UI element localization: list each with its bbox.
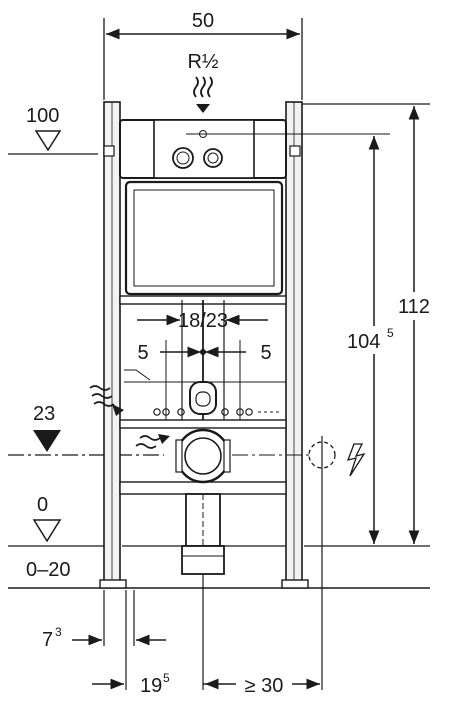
level-marker-triangle-icon — [32, 519, 62, 543]
bottom-7-label: 7 — [42, 629, 53, 651]
bottom-19-label: 19 — [140, 675, 162, 697]
height-104-sup: 5 — [387, 326, 394, 340]
dim-height-112: 112 — [302, 103, 436, 544]
level-100-label: 100 — [26, 105, 59, 127]
pipe-thread-label: R½ — [187, 51, 218, 73]
dim-height-104: 104 5 — [344, 136, 406, 544]
water-supply-arrow-icon — [89, 385, 124, 416]
bottom-dims: 7 3 19 5 ≥ 30 — [42, 574, 320, 697]
bottom-7-sup: 3 — [55, 625, 62, 639]
water-supply: R½ — [187, 51, 219, 113]
level-23-label: 23 — [33, 403, 55, 425]
mounting-bolts — [124, 369, 286, 416]
level-23: 23 — [8, 403, 164, 456]
water-supply-arrow-icon — [135, 434, 170, 449]
floor-lines — [8, 545, 430, 589]
bottom-ge30-label: ≥ 30 — [245, 675, 284, 697]
drain-pipe — [175, 428, 231, 575]
electrical-socket — [308, 436, 366, 690]
ref-line-top — [186, 130, 390, 138]
height-104-label: 104 — [347, 331, 380, 353]
offset-right-5-label: 5 — [260, 342, 271, 364]
offset-left-5-label: 5 — [137, 342, 148, 364]
level-100: 100 — [8, 105, 98, 155]
cistern — [119, 119, 287, 296]
flush-button-right — [203, 148, 223, 168]
level-marker-triangle-icon — [33, 430, 61, 452]
range-0-20-label: 0–20 — [26, 559, 71, 581]
level-0-label: 0 — [37, 494, 48, 516]
electrical-lightning-icon — [346, 443, 366, 477]
flush-button-left — [172, 147, 194, 169]
dim-spacing: 18/23 5 5 — [137, 300, 272, 420]
level-marker-triangle-icon — [34, 130, 62, 152]
dim-width-50: 50 — [103, 10, 303, 100]
dim-label-50: 50 — [192, 10, 214, 32]
height-112-label: 112 — [398, 296, 430, 318]
level-0: 0 0–20 — [26, 494, 71, 581]
water-supply-arrow-icon — [193, 76, 213, 113]
bottom-19-sup: 5 — [163, 671, 170, 685]
